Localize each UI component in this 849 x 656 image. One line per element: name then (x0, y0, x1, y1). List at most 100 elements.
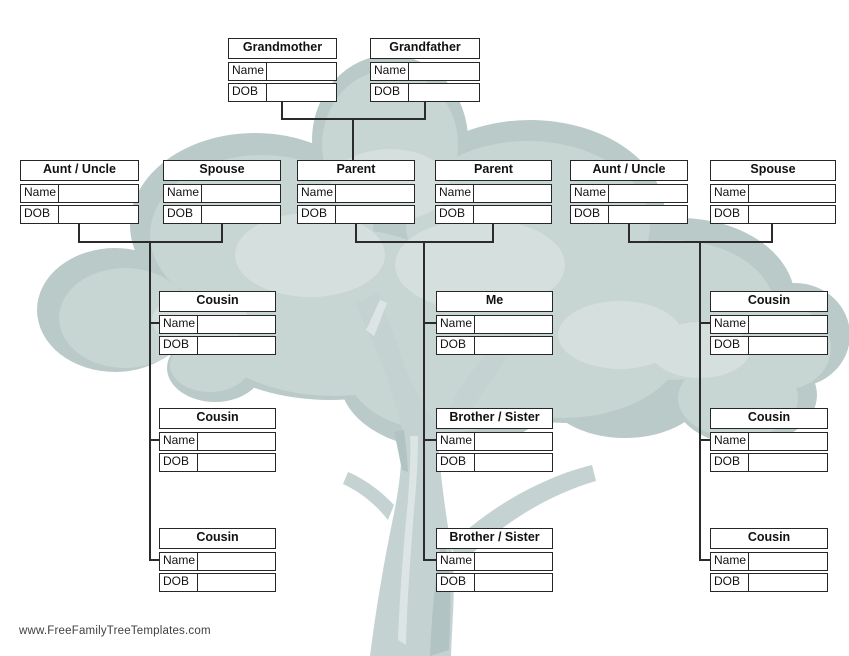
name-field[interactable] (198, 315, 275, 333)
person-box-grandmother: Grandmother Name DOB (228, 38, 337, 102)
name-field[interactable] (202, 184, 280, 202)
dob-label: DOB (160, 574, 198, 591)
name-label: Name (437, 552, 475, 570)
person-title: Aunt / Uncle (20, 160, 139, 181)
connector-line (281, 118, 426, 120)
dob-field[interactable] (749, 206, 835, 223)
name-field[interactable] (198, 432, 275, 450)
dob-label: DOB (160, 337, 198, 354)
name-field[interactable] (336, 184, 414, 202)
connector-line (699, 243, 701, 561)
dob-field[interactable] (475, 454, 552, 471)
name-field[interactable] (474, 184, 551, 202)
connector-line (699, 322, 711, 324)
name-field[interactable] (475, 432, 552, 450)
name-label: Name (21, 184, 59, 202)
connector-line (78, 241, 223, 243)
person-box-cousin-right-2: Cousin Name DOB (710, 408, 828, 472)
dob-field[interactable] (198, 574, 275, 591)
person-title: Brother / Sister (436, 408, 553, 429)
dob-label: DOB (436, 206, 474, 223)
name-field[interactable] (59, 184, 138, 202)
person-box-parent-right: Parent Name DOB (435, 160, 552, 224)
dob-label: DOB (437, 574, 475, 591)
name-field[interactable] (409, 62, 479, 80)
dob-field[interactable] (749, 574, 827, 591)
dob-field[interactable] (409, 84, 479, 101)
name-label: Name (371, 62, 409, 80)
name-label: Name (229, 62, 267, 80)
name-field[interactable] (475, 315, 552, 333)
connector-line (424, 102, 426, 120)
dob-field[interactable] (267, 84, 336, 101)
name-field[interactable] (749, 315, 827, 333)
connector-line (149, 243, 151, 561)
connector-line (149, 439, 160, 441)
connector-line (78, 224, 80, 243)
dob-field[interactable] (198, 337, 275, 354)
dob-label: DOB (164, 206, 202, 223)
person-title: Cousin (159, 408, 276, 429)
connector-line (352, 120, 354, 161)
person-title: Grandfather (370, 38, 480, 59)
tree-foliage (37, 55, 849, 450)
person-title: Spouse (710, 160, 836, 181)
person-box-brother-sister-1: Brother / Sister Name DOB (436, 408, 553, 472)
connector-line (221, 224, 223, 243)
connector-line (699, 439, 711, 441)
person-box-parent-left: Parent Name DOB (297, 160, 415, 224)
person-box-cousin-left-1: Cousin Name DOB (159, 291, 276, 355)
person-title: Aunt / Uncle (570, 160, 688, 181)
person-title: Cousin (710, 408, 828, 429)
name-label: Name (160, 552, 198, 570)
name-label: Name (164, 184, 202, 202)
watermark-url: www.FreeFamilyTreeTemplates.com (19, 625, 211, 637)
connector-line (628, 224, 630, 243)
dob-field[interactable] (202, 206, 280, 223)
dob-field[interactable] (475, 574, 552, 591)
dob-label: DOB (298, 206, 336, 223)
connector-line (423, 322, 437, 324)
name-field[interactable] (609, 184, 687, 202)
person-title: Parent (297, 160, 415, 181)
dob-label: DOB (160, 454, 198, 471)
dob-label: DOB (21, 206, 59, 223)
name-label: Name (298, 184, 336, 202)
name-field[interactable] (749, 552, 827, 570)
name-label: Name (711, 184, 749, 202)
dob-field[interactable] (609, 206, 687, 223)
person-title: Cousin (710, 291, 828, 312)
name-field[interactable] (267, 62, 336, 80)
person-box-cousin-right-3: Cousin Name DOB (710, 528, 828, 592)
name-label: Name (437, 315, 475, 333)
dob-field[interactable] (749, 337, 827, 354)
dob-field[interactable] (59, 206, 138, 223)
connector-line (149, 322, 160, 324)
name-field[interactable] (749, 432, 827, 450)
dob-field[interactable] (475, 337, 552, 354)
person-box-grandfather: Grandfather Name DOB (370, 38, 480, 102)
name-label: Name (436, 184, 474, 202)
person-title: Grandmother (228, 38, 337, 59)
connector-line (423, 439, 437, 441)
connector-line (423, 559, 437, 561)
name-field[interactable] (749, 184, 835, 202)
dob-label: DOB (437, 337, 475, 354)
person-box-me: Me Name DOB (436, 291, 553, 355)
dob-field[interactable] (198, 454, 275, 471)
name-field[interactable] (475, 552, 552, 570)
name-label: Name (711, 432, 749, 450)
connector-line (771, 224, 773, 243)
person-box-cousin-left-3: Cousin Name DOB (159, 528, 276, 592)
connector-line (355, 224, 357, 243)
dob-label: DOB (711, 337, 749, 354)
person-box-brother-sister-2: Brother / Sister Name DOB (436, 528, 553, 592)
dob-field[interactable] (336, 206, 414, 223)
dob-label: DOB (229, 84, 267, 101)
dob-field[interactable] (749, 454, 827, 471)
dob-field[interactable] (474, 206, 551, 223)
person-title: Spouse (163, 160, 281, 181)
name-field[interactable] (198, 552, 275, 570)
dob-label: DOB (371, 84, 409, 101)
name-label: Name (711, 315, 749, 333)
